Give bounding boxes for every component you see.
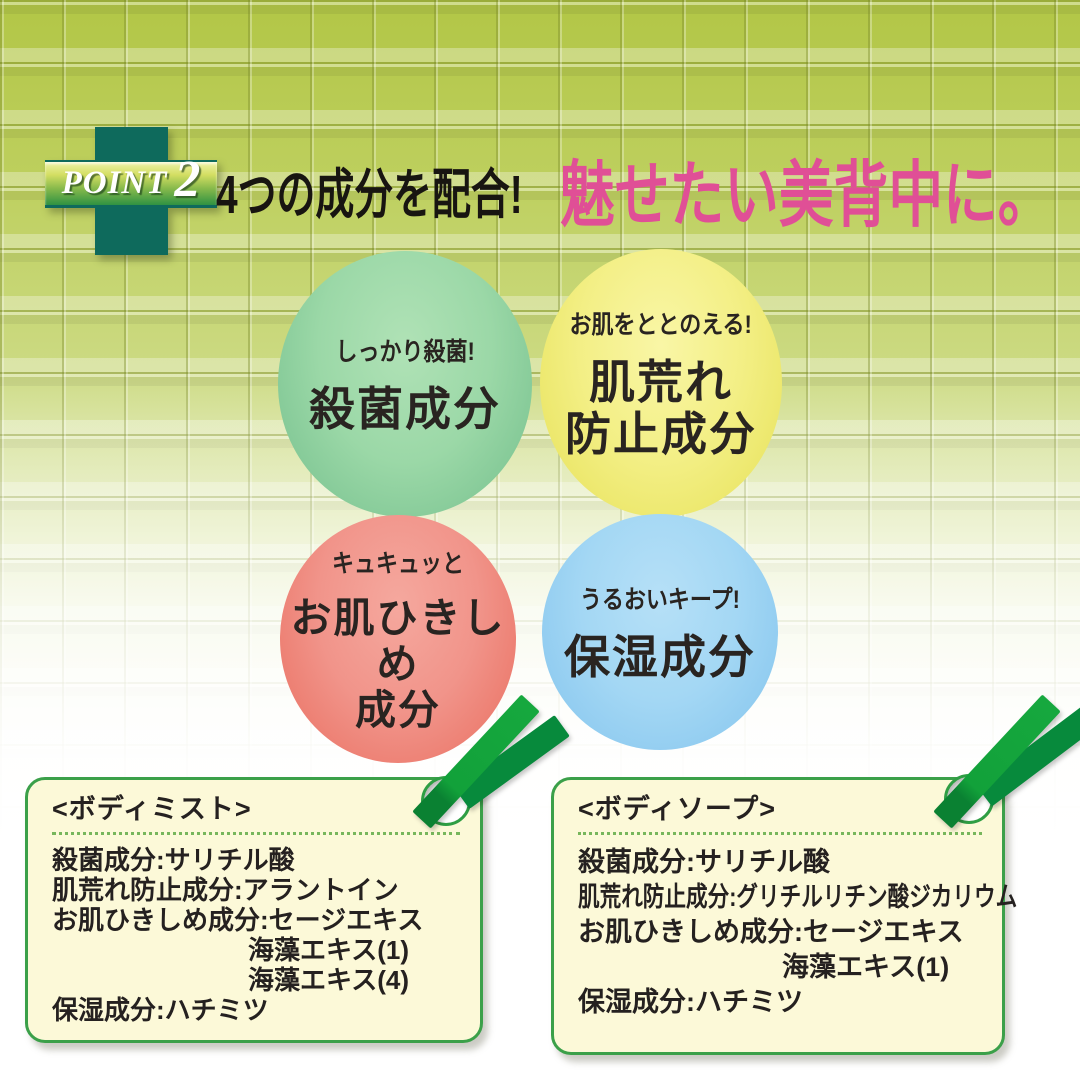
headline-pink: 魅せたい美背中に。 — [560, 156, 1053, 236]
ingredient-line: 保湿成分:ハチミツ — [578, 987, 803, 1018]
ingredient-line: 殺菌成分:サリチル酸 — [52, 845, 295, 876]
card-body-soap: <ボディソープ> 殺菌成分:サリチル酸 肌荒れ防止成分:グリチルリチン酸ジカリウ… — [551, 777, 1018, 1055]
card-body-mist: <ボディミスト> 殺菌成分:サリチル酸 肌荒れ防止成分:アラントイン お肌ひきし… — [25, 777, 483, 1043]
ingredient-line: 海藻エキス(4) — [248, 965, 409, 996]
ingredient-line: お肌ひきしめ成分:セージエキス — [578, 917, 964, 948]
ingredient-line: 海藻エキス(1) — [782, 952, 950, 983]
circle-tagline: しっかり殺菌! — [335, 338, 475, 367]
point-badge: POINT 2 — [45, 127, 217, 255]
dotted-divider — [578, 832, 982, 836]
ingredient-line: 肌荒れ防止成分:アラントイン — [52, 875, 399, 906]
headline-black: 4つの成分を配合! — [216, 165, 523, 225]
circle-anti-roughness-ingredient: お肌をととのえる! 肌荒れ 防止成分 — [540, 249, 782, 517]
circle-tagline: キュキュッと — [331, 550, 464, 579]
badge-band: POINT 2 — [45, 151, 217, 208]
ingredient-list: 殺菌成分:サリチル酸 肌荒れ防止成分:アラントイン お肌ひきしめ成分:セージエキ… — [28, 835, 480, 1025]
card-title: <ボディミスト> — [52, 794, 252, 824]
circle-tagline: うるおいキープ! — [579, 586, 740, 615]
badge-cross-horizontal: POINT 2 — [45, 151, 217, 208]
circle-skin-tightening-ingredient: キュキュッと お肌ひきしめ 成分 — [280, 515, 516, 763]
badge-word: POINT — [61, 165, 168, 201]
card-title: <ボディソープ> — [578, 794, 777, 824]
circle-title: お肌ひきしめ 成分 — [290, 595, 506, 733]
ingredient-line: お肌ひきしめ成分:セージエキス — [52, 905, 424, 936]
badge-number: 2 — [174, 151, 201, 208]
ingredient-line: 肌荒れ防止成分:グリチルリチン酸ジカリウム — [578, 882, 1018, 913]
ingredient-line: 海藻エキス(1) — [248, 935, 409, 966]
circle-title: 肌荒れ 防止成分 — [565, 356, 757, 460]
ingredient-list: 殺菌成分:サリチル酸 肌荒れ防止成分:グリチルリチン酸ジカリウム お肌ひきしめ成… — [554, 835, 1018, 1020]
dotted-divider — [52, 832, 460, 836]
circle-tagline: お肌をととのえる! — [569, 311, 753, 340]
circle-moisturizing-ingredient: うるおいキープ! 保湿成分 — [542, 514, 778, 750]
circle-sterilizing-ingredient: しっかり殺菌! 殺菌成分 — [278, 251, 532, 517]
circle-title: 殺菌成分 — [309, 383, 501, 436]
circle-title: 保湿成分 — [564, 631, 756, 684]
ingredient-line: 保湿成分:ハチミツ — [52, 995, 269, 1026]
ingredient-line: 殺菌成分:サリチル酸 — [578, 847, 830, 878]
